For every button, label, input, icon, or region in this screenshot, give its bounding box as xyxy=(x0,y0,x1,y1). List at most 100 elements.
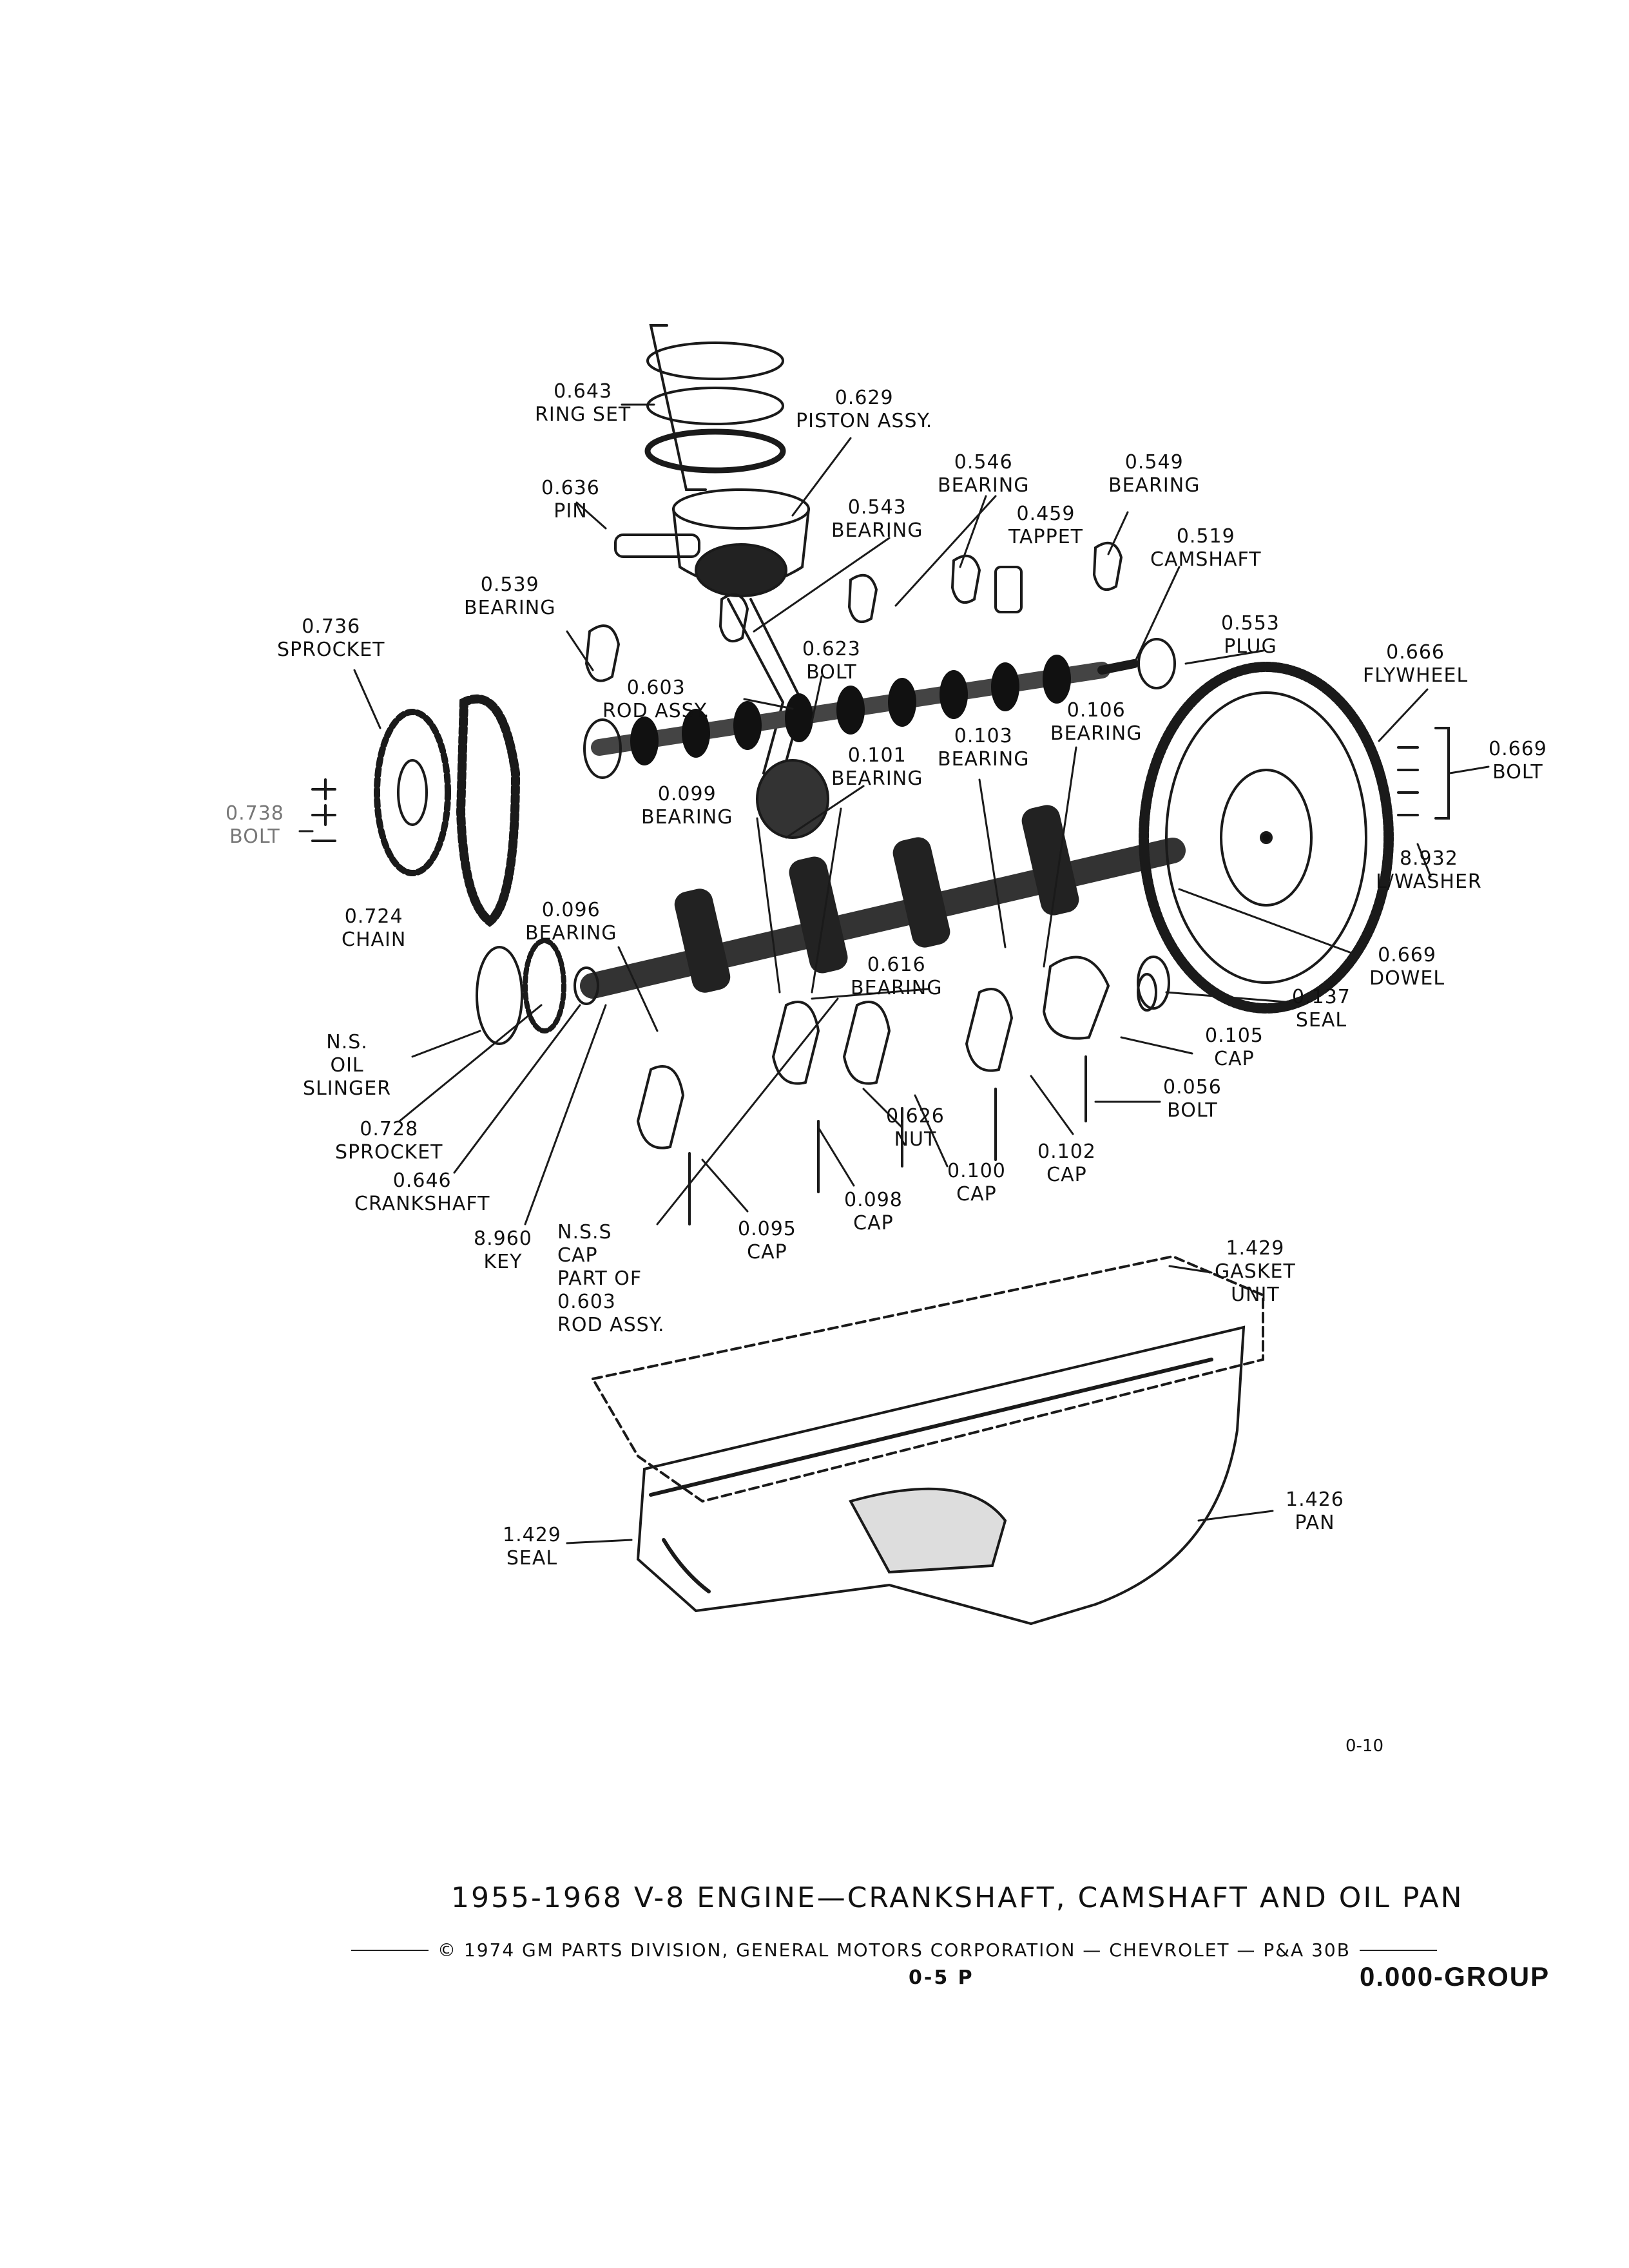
figure-reference: 0-10 xyxy=(1345,1736,1384,1756)
part-number: 1.426 xyxy=(1286,1488,1344,1511)
label-pin: 0.636 PIN xyxy=(541,477,600,523)
part-name: BOLT xyxy=(1167,1099,1218,1122)
part-name: CRANKSHAFT xyxy=(354,1193,490,1215)
part-name: UNIT xyxy=(1231,1283,1280,1306)
copyright-line: © 1974 GM PARTS DIVISION, GENERAL MOTORS… xyxy=(351,1939,1543,1961)
part-name: SLINGER xyxy=(303,1077,392,1100)
label-cap-098: 0.098 CAP xyxy=(844,1189,903,1235)
part-number: 0.519 xyxy=(1176,525,1235,548)
part-name: SPROCKET xyxy=(277,639,385,661)
part-name: FLYWHEEL xyxy=(1363,664,1469,687)
part-number: 0.539 xyxy=(480,573,539,596)
part-number: 0.100 xyxy=(947,1160,1006,1182)
part-name: SPROCKET xyxy=(335,1141,443,1164)
label-seal-137: 0.137 SEAL xyxy=(1292,986,1351,1032)
page-number: 0-5 P xyxy=(909,1966,974,1989)
label-cap-102: 0.102 CAP xyxy=(1037,1140,1096,1187)
part-number: N.S.S xyxy=(557,1221,612,1244)
label-bearing-539: 0.539 BEARING xyxy=(464,573,555,620)
part-number: 0.553 xyxy=(1221,612,1280,635)
part-number: 0.543 xyxy=(847,496,907,519)
camshaft-drawing xyxy=(583,655,1139,779)
cam-bearings-drawing xyxy=(584,541,1123,682)
part-name: CAP xyxy=(1046,1164,1087,1186)
piston-drawing xyxy=(672,488,810,597)
connecting-rod-drawing xyxy=(727,598,829,839)
part-name: CAP xyxy=(853,1212,894,1235)
cam-sprocket-drawing xyxy=(374,709,451,876)
label-bearing-546: 0.546 BEARING xyxy=(938,451,1029,497)
label-chain: 0.724 CHAIN xyxy=(342,905,406,952)
label-dowel: 0.669 DOWEL xyxy=(1369,944,1445,990)
part-name: CAMSHAFT xyxy=(1150,548,1262,571)
part-name: PIN xyxy=(554,500,588,523)
part-name: BOLT xyxy=(1492,761,1543,783)
part-name: RING SET xyxy=(535,403,631,426)
part-number: 0.646 xyxy=(392,1169,452,1192)
label-bolt-669: 0.669 BOLT xyxy=(1489,738,1547,784)
label-piston-assy: 0.629 PISTON ASSY. xyxy=(796,387,932,433)
part-number: 0.056 xyxy=(1163,1076,1222,1099)
part-name: L/WASHER xyxy=(1376,870,1482,893)
part-number: 0.666 xyxy=(1386,641,1445,664)
label-flywheel: 0.666 FLYWHEEL xyxy=(1363,641,1468,687)
part-number: 0.137 xyxy=(1292,986,1351,1008)
label-bearing-101: 0.101 BEARING xyxy=(831,744,923,791)
rear-seal-drawing xyxy=(1137,956,1170,1010)
part-number: 0.106 xyxy=(1066,699,1126,722)
label-sprocket-728: 0.728 SPROCKET xyxy=(335,1118,443,1164)
label-lwasher: 8.932 L/WASHER xyxy=(1376,847,1482,894)
label-tappet: 0.459 TAPPET xyxy=(1008,503,1083,549)
part-number: 0.603 xyxy=(626,677,686,699)
label-gasket-unit: 1.429 GASKET UNIT xyxy=(1215,1237,1296,1307)
part-name: KEY xyxy=(483,1251,523,1273)
piston-ring-set-drawing xyxy=(644,324,786,491)
tappet-drawing xyxy=(994,566,1023,613)
label-ring-set: 0.643 RING SET xyxy=(535,380,631,427)
label-camshaft: 0.519 CAMSHAFT xyxy=(1150,525,1262,572)
part-number: 0.095 xyxy=(738,1218,796,1240)
part-number: 0.101 xyxy=(847,744,907,767)
label-sprocket-736: 0.736 SPROCKET xyxy=(277,615,385,662)
part-number: 0.459 xyxy=(1016,503,1075,525)
label-cap-100: 0.100 CAP xyxy=(947,1160,1006,1206)
part-number: 0.096 xyxy=(541,899,601,921)
part-name: ROD ASSY. xyxy=(557,1314,665,1336)
part-name: PLUG xyxy=(1224,635,1277,658)
part-number: 8.960 xyxy=(474,1227,532,1250)
group-number: 0.000-GROUP xyxy=(1360,1961,1550,1992)
part-number: 0.738 xyxy=(226,802,284,825)
copyright-text: © 1974 GM PARTS DIVISION, GENERAL MOTORS… xyxy=(438,1939,1351,1961)
part-number: 0.669 xyxy=(1378,944,1436,966)
cam-sprocket-bolts-drawing xyxy=(311,778,336,842)
part-name: SEAL xyxy=(506,1547,558,1570)
part-number: 0.728 xyxy=(360,1118,419,1140)
part-name: CAP xyxy=(956,1183,997,1206)
part-number: 0.623 xyxy=(802,638,861,660)
label-plug: 0.553 PLUG xyxy=(1221,612,1280,658)
part-name: CHAIN xyxy=(342,928,407,951)
part-number: 0.636 xyxy=(541,477,600,499)
label-crankshaft: 0.646 CRANKSHAFT xyxy=(354,1169,490,1216)
part-name: BEARING xyxy=(938,474,1030,497)
label-nut: 0.626 NUT xyxy=(886,1105,945,1151)
page-title: 1955-1968 V-8 ENGINE—CRANKSHAFT, CAMSHAF… xyxy=(451,1881,1464,1914)
plug-drawing xyxy=(1137,638,1176,689)
part-number: N.S. xyxy=(326,1031,368,1053)
part-name: CAP xyxy=(747,1241,787,1264)
part-number: 0.102 xyxy=(1037,1140,1096,1163)
oil-pan-drawing xyxy=(590,1254,1264,1626)
part-number: 0.105 xyxy=(1205,1024,1264,1047)
label-cap-105: 0.105 CAP xyxy=(1205,1024,1264,1071)
label-pan: 1.426 PAN xyxy=(1286,1488,1344,1535)
part-name: PART OF xyxy=(557,1267,642,1290)
label-bearing-543: 0.543 BEARING xyxy=(831,496,923,543)
label-bolt-738: 0.738 BOLT xyxy=(226,802,284,849)
part-name: BEARING xyxy=(851,977,943,999)
piston-pin-drawing xyxy=(614,533,700,558)
label-bolt-056: 0.056 BOLT xyxy=(1163,1076,1222,1122)
timing-chain-drawing xyxy=(456,694,521,927)
part-number: 8.932 xyxy=(1399,847,1458,870)
main-bearing-caps-drawing xyxy=(636,956,1110,1149)
